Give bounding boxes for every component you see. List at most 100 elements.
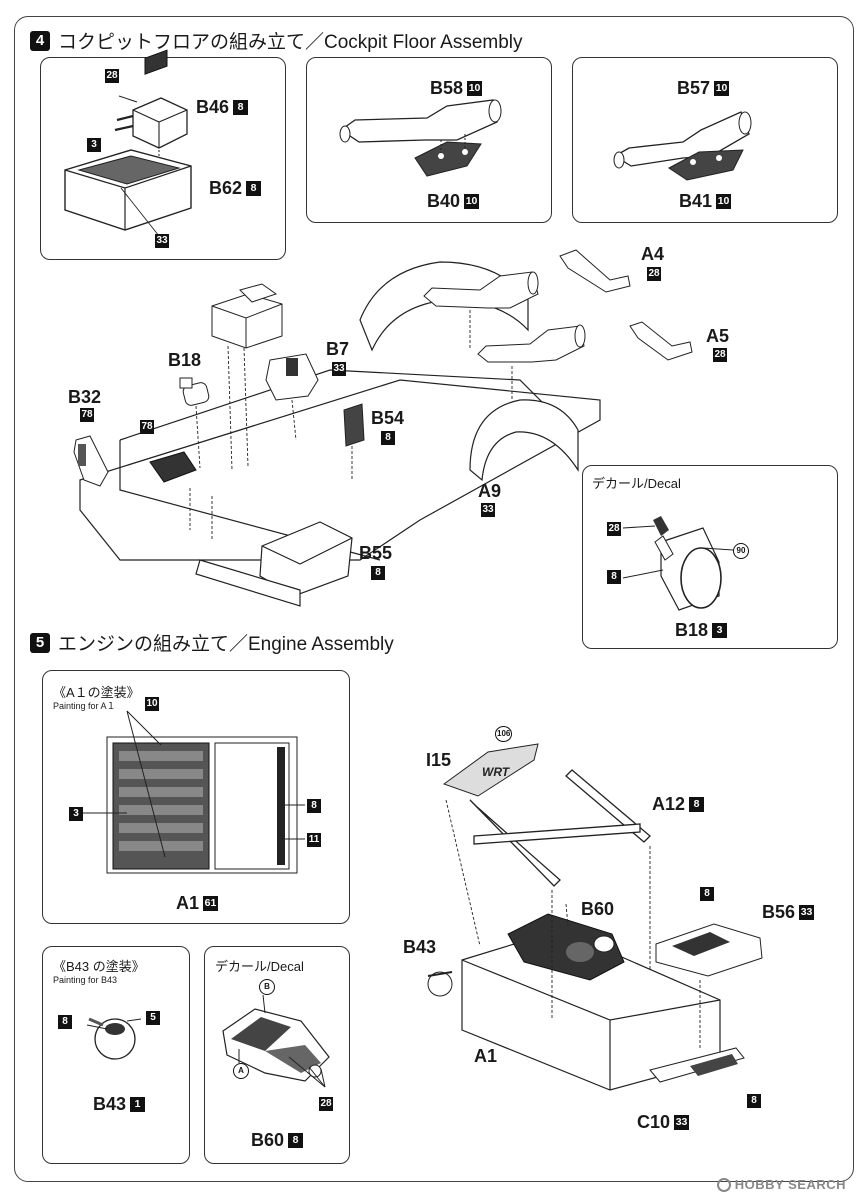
step4-box-b58-b40: B58 10 B40 10: [306, 57, 552, 223]
label-b58: B58 10: [430, 78, 483, 98]
a9-code: 33: [481, 503, 495, 517]
label-paint-b43: B43 1: [93, 1094, 146, 1114]
b41-code: 10: [716, 193, 732, 209]
a5-code: 28: [713, 348, 727, 362]
watermark: HOBBY SEARCH: [716, 1177, 846, 1192]
part-b18: B18: [168, 350, 202, 370]
b60-code-28: 28: [319, 1097, 333, 1111]
b58-b40-illustration: [339, 99, 502, 177]
wrt-logo-text: WRT: [482, 765, 511, 779]
decal-b60-title: デカール/Decal: [215, 959, 304, 974]
b40-code: 10: [464, 193, 480, 209]
a1-paint-illustration: [83, 710, 305, 874]
label-b40: B40 10: [427, 192, 480, 210]
part-b57: B57: [677, 78, 711, 98]
part-c10: C10: [637, 1112, 671, 1132]
part-b54: B54: [371, 408, 405, 428]
b56-code-8: 8: [700, 887, 714, 901]
i15-code-106: 106: [495, 726, 513, 742]
step4-box-b46-b62: 28 3 33 B46 8 B62 8: [40, 49, 286, 260]
step5-number: 5: [30, 632, 50, 653]
a12-code: 8: [689, 796, 705, 812]
part-b58: B58: [430, 78, 464, 98]
c10-code: 33: [674, 1114, 690, 1130]
label-i15: I15: [426, 751, 451, 769]
b43-paint-illustration: [86, 1017, 142, 1060]
a4-code: 28: [647, 267, 661, 281]
label-b55: B55: [359, 544, 392, 562]
label-c10: C10 33: [637, 1112, 690, 1132]
a1-code-10: 10: [145, 697, 159, 711]
b60-decal-illustration: [222, 994, 330, 1088]
label-b56: B56 33: [762, 902, 815, 922]
step4-box-b57-b41: B57 10 B41 10: [572, 57, 838, 223]
decal-code-28: 28: [607, 522, 621, 536]
paint-a1-code: 61: [203, 895, 219, 911]
part-i15: I15: [426, 750, 452, 770]
part-a1: A1: [474, 1046, 498, 1066]
step4-title: コクピットフロアの組み立て／Cockpit Floor Assembly: [58, 32, 523, 53]
label-b60: B60: [581, 900, 614, 918]
decal-part-b18: B18: [675, 620, 709, 640]
label-paint-a1: A1 61: [176, 893, 219, 913]
b32-code: 78: [80, 408, 94, 422]
part-b55: B55: [359, 543, 393, 563]
b55-code: 8: [371, 566, 385, 580]
label-a9: A9: [478, 482, 501, 500]
paint-a1-box: 《A１の塗装》 Painting for A１ 10 3 8 11 A1 61: [42, 670, 350, 924]
step4-heading: 4 コクピットフロアの組み立て／Cockpit Floor Assembly: [30, 27, 523, 54]
paint-part-b43: B43: [93, 1094, 127, 1114]
paint-b43-sub: Painting for B43: [53, 975, 118, 985]
paint-a1-sub: Painting for A１: [53, 701, 116, 711]
paint-part-a1: A1: [176, 893, 200, 913]
b46-b62-illustration: [64, 49, 192, 237]
a1-code-8: 8: [307, 799, 321, 813]
watermark-text: HOBBY SEARCH: [734, 1177, 846, 1192]
code-78: 78: [140, 420, 154, 434]
part-b41: B41: [679, 191, 713, 211]
label-a12: A12 8: [652, 794, 705, 814]
part-b56: B56: [762, 902, 796, 922]
label-a4: A4: [641, 245, 664, 263]
step5-heading: 5 エンジンの組み立て／Engine Assembly: [30, 629, 394, 656]
c10-code-8: 8: [747, 1094, 761, 1108]
part-a9: A9: [478, 481, 502, 501]
part-a5: A5: [706, 326, 730, 346]
label-a5: A5: [706, 327, 729, 345]
label-decal-b60: B60 8: [251, 1130, 304, 1150]
a1-code-3: 3: [69, 807, 83, 821]
code-28: 28: [105, 69, 119, 83]
paint-b43-box: 《B43 の塗装》 Painting for B43 8 5 B43 1: [42, 946, 190, 1164]
part-b43: B43: [403, 937, 437, 957]
part-b62: B62: [209, 178, 243, 198]
decal-b60-code: 8: [288, 1132, 304, 1148]
part-b46: B46: [196, 97, 230, 117]
step4-decal-box: デカール/Decal 28 90 8 B18 3: [582, 465, 838, 649]
decal-title: デカール/Decal: [592, 476, 681, 491]
page-border: [14, 16, 854, 1182]
part-a12: A12: [652, 794, 686, 814]
b43-code-8: 8: [58, 1015, 72, 1029]
b60-code-b: B: [259, 979, 275, 995]
b58-code: 10: [467, 80, 483, 96]
b57-b41-illustration: [613, 111, 752, 181]
b43-code-5: 5: [146, 1011, 160, 1025]
b54-code: 8: [381, 431, 395, 445]
decal-code-8: 8: [607, 570, 621, 584]
paint-b43-code: 1: [130, 1096, 146, 1112]
b60-code-a: A: [233, 1063, 249, 1079]
a1-code-11: 11: [307, 833, 321, 847]
code-3: 3: [87, 138, 101, 152]
label-b54: B54: [371, 409, 404, 427]
decal-part-b60: B60: [251, 1130, 285, 1150]
label-b62: B62 8: [209, 178, 262, 198]
part-b60: B60: [581, 899, 615, 919]
decal-code-90: 90: [733, 543, 749, 559]
paint-a1-title: 《A１の塗装》: [53, 685, 140, 700]
paint-b43-title: 《B43 の塗装》: [53, 959, 145, 974]
part-a4: A4: [641, 244, 665, 264]
label-a1: A1: [474, 1047, 497, 1065]
part-b32: B32: [68, 387, 102, 407]
